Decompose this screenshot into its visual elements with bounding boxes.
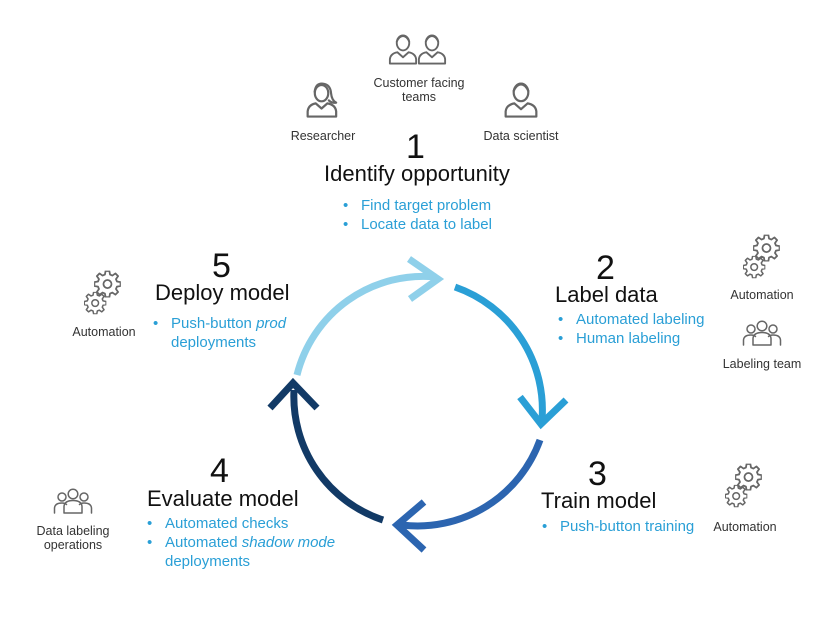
stage-4-title: Evaluate model — [147, 486, 299, 511]
stage-2-title: Label data — [555, 282, 658, 307]
stage-1-number: 1 — [406, 128, 425, 166]
arrow-label-to-train — [401, 438, 544, 530]
female-person-icon — [305, 80, 341, 118]
stage-3-title: Train model — [541, 488, 657, 513]
stage-4-bullet-2-cont: deployments — [165, 553, 251, 570]
arrow-train-to-evaluate — [290, 389, 385, 524]
role-researcher: Researcher — [290, 129, 356, 143]
stage-5-bullet-1: •Push-button prod — [153, 315, 287, 332]
stage-4-number: 4 — [210, 452, 229, 490]
stage-3-number: 3 — [588, 455, 607, 493]
role-labeling-team: Labeling team — [722, 357, 802, 371]
arrow-identify-to-label — [453, 283, 546, 421]
arrowhead-3 — [391, 499, 427, 553]
stage-1-bullet-2: •Locate data to label — [343, 216, 492, 233]
stage-5-title: Deploy model — [155, 280, 290, 305]
role-automation-s2: Automation — [730, 288, 794, 302]
role-automation-s3: Automation — [713, 520, 777, 534]
male-person-icon — [503, 80, 539, 118]
gears-icon — [725, 463, 763, 509]
two-people-icon — [388, 28, 450, 66]
stage-2-bullet-1: •Automated labeling — [558, 311, 705, 328]
stage-4-bullet-2: •Automated shadow mode — [147, 534, 336, 551]
stage-1-bullet-1: •Find target problem — [343, 197, 492, 214]
stage-5-number: 5 — [212, 247, 231, 285]
gears-icon — [84, 270, 122, 316]
arrowhead-2 — [517, 394, 569, 430]
role-data-scientist: Data scientist — [483, 129, 559, 143]
stage-2-bullet-2: •Human labeling — [558, 330, 681, 347]
stage-5-bullet-1-cont: deployments — [171, 334, 257, 351]
role-automation-s5: Automation — [72, 325, 136, 339]
stage-3-bullet-1: •Push-button training — [542, 518, 695, 535]
arrow-deploy-to-identify — [293, 272, 437, 376]
arrowhead-4 — [267, 377, 320, 411]
stage-1-title: Identify opportunity — [324, 161, 510, 186]
gears-icon — [743, 234, 781, 280]
group-icon — [742, 318, 782, 348]
stage-2-number: 2 — [596, 249, 615, 287]
stage-4-bullet-1: •Automated checks — [147, 515, 289, 532]
arrowhead-1 — [407, 256, 445, 302]
group-icon — [53, 486, 93, 516]
